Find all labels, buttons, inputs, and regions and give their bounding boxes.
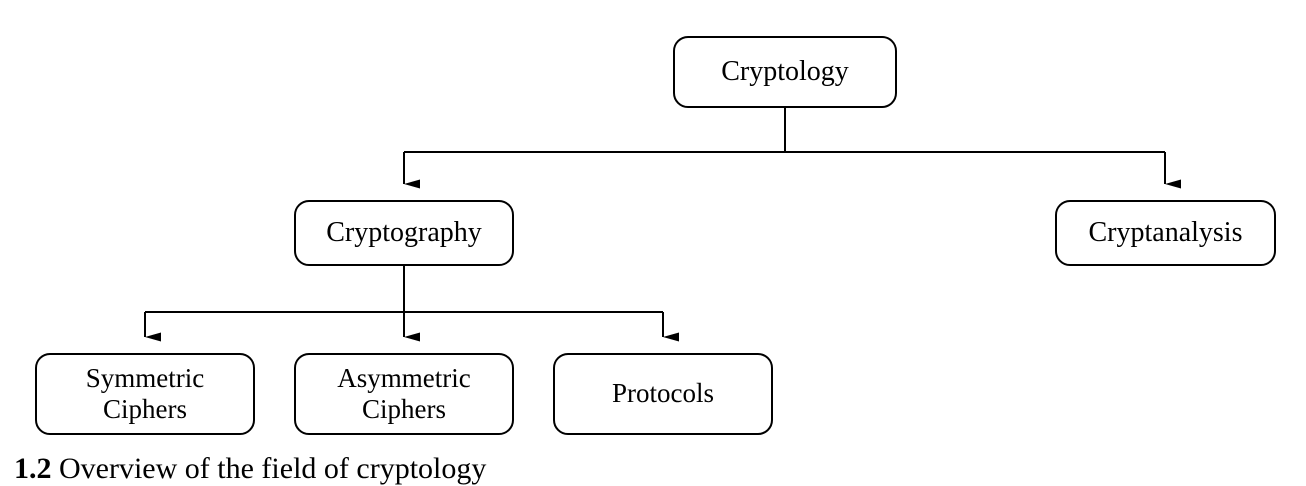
node-asymmetric-ciphers-label: Asymmetric Ciphers <box>337 362 471 424</box>
node-protocols[interactable]: Protocols <box>553 353 773 435</box>
figure-caption: 1.2 Overview of the field of cryptology <box>14 452 486 486</box>
figure-caption-number: 1.2 <box>14 452 52 485</box>
node-cryptography[interactable]: Cryptography <box>294 200 514 266</box>
node-asymmetric-ciphers[interactable]: Asymmetric Ciphers <box>294 353 514 435</box>
node-cryptology-label: Cryptology <box>721 55 849 87</box>
figure-caption-space <box>52 452 60 485</box>
node-cryptography-label: Cryptography <box>326 216 482 248</box>
figure-caption-text: Overview of the field of cryptology <box>59 452 487 485</box>
node-cryptology[interactable]: Cryptology <box>673 36 897 108</box>
node-protocols-label: Protocols <box>611 378 714 409</box>
node-symmetric-ciphers-label: Symmetric Ciphers <box>85 362 205 424</box>
node-symmetric-ciphers[interactable]: Symmetric Ciphers <box>35 353 255 435</box>
node-cryptanalysis-label: Cryptanalysis <box>1088 216 1243 248</box>
node-cryptanalysis[interactable]: Cryptanalysis <box>1055 200 1276 266</box>
